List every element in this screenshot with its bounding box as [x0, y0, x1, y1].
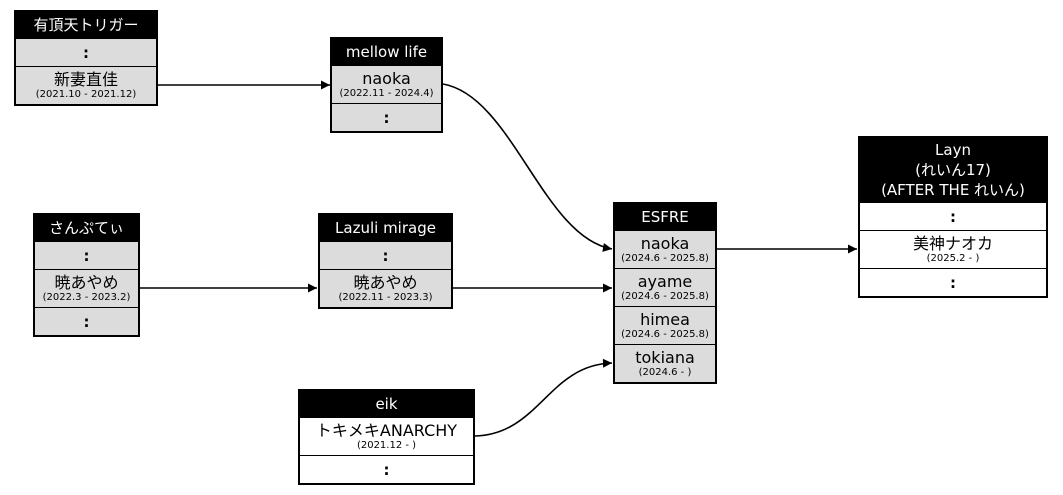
ellipsis-text: : — [83, 43, 89, 62]
edge-naoka-to-esfre — [442, 83, 613, 252]
member-name: himea — [640, 310, 690, 329]
ellipsis-text: : — [383, 108, 390, 127]
ellipsis-text: : — [83, 246, 90, 265]
group-title: Layn (れいん17) (AFTER THE れいん) — [860, 138, 1046, 202]
ellipsis-row: : — [860, 268, 1046, 296]
member-name: naoka — [640, 234, 690, 253]
ellipsis-row: : — [860, 202, 1046, 230]
member-name: トキメキANARCHY — [315, 421, 458, 440]
group-title: ESFRE — [615, 204, 715, 230]
member-name: 新妻直佳 — [53, 70, 118, 89]
ellipsis-row: : — [35, 307, 138, 335]
member-row: 美神ナオカ (2025.2 - ) — [860, 230, 1046, 268]
group-title-line: Layn — [935, 141, 971, 159]
member-dates: (2024.6 - 2025.8) — [621, 329, 709, 340]
group-node-uchoten-trigger: 有頂天トリガー : 新妻直佳 (2021.10 - 2021.12) — [14, 10, 158, 106]
member-dates: (2024.6 - ) — [638, 367, 692, 378]
member-row: 暁あやめ (2022.3 - 2023.2) — [35, 269, 138, 307]
group-title-text: Lazuli mirage — [335, 219, 436, 237]
member-dates: (2025.2 - ) — [926, 253, 980, 264]
group-title-text: 有頂天トリガー — [33, 16, 139, 34]
member-row: ayame (2024.6 - 2025.8) — [615, 268, 715, 306]
member-name: tokiana — [635, 348, 695, 367]
member-dates: (2021.10 - 2021.12) — [35, 89, 137, 100]
member-row: naoka (2024.6 - 2025.8) — [615, 230, 715, 268]
member-dates: (2022.11 - 2024.4) — [339, 88, 434, 99]
group-title-text: ESFRE — [641, 208, 689, 226]
ellipsis-row: : — [16, 38, 156, 66]
ellipsis-text: : — [83, 312, 90, 331]
group-node-mellow-life: mellow life naoka (2022.11 - 2024.4) : — [330, 37, 443, 133]
group-title-line: (AFTER THE れいん) — [881, 181, 1025, 199]
group-node-sanputei: さんぷてぃ : 暁あやめ (2022.3 - 2023.2) : — [33, 213, 140, 337]
group-node-lazuli-mirage: Lazuli mirage : 暁あやめ (2022.11 - 2023.3) — [318, 213, 453, 309]
group-title: eik — [300, 391, 473, 417]
group-title-text: eik — [375, 395, 398, 413]
group-node-esfre: ESFRE naoka (2024.6 - 2025.8) ayame (202… — [613, 202, 717, 384]
member-name: naoka — [362, 69, 411, 88]
ellipsis-text: : — [382, 246, 389, 265]
ellipsis-row: : — [332, 103, 441, 131]
ellipsis-text: : — [950, 273, 956, 292]
member-dates: (2024.6 - 2025.8) — [621, 291, 709, 302]
group-title-text: mellow life — [345, 43, 428, 61]
member-row: トキメキANARCHY (2021.12 - ) — [300, 417, 473, 455]
member-row: 新妻直佳 (2021.10 - 2021.12) — [16, 66, 156, 104]
member-dates: (2022.11 - 2023.3) — [338, 292, 433, 303]
member-row: tokiana (2024.6 - ) — [615, 344, 715, 382]
member-name: 暁あやめ — [54, 273, 119, 292]
ellipsis-row: : — [35, 241, 138, 269]
ellipsis-text: : — [383, 460, 390, 479]
group-title-text: さんぷてぃ — [48, 219, 124, 237]
edge-tokimeki-to-esfre — [474, 358, 613, 437]
ellipsis-text: : — [950, 207, 956, 226]
member-row: 暁あやめ (2022.11 - 2023.3) — [320, 269, 451, 307]
member-dates: (2021.12 - ) — [356, 440, 417, 451]
group-title: 有頂天トリガー — [16, 12, 156, 38]
group-node-layn: Layn (れいん17) (AFTER THE れいん) : 美神ナオカ (20… — [858, 136, 1048, 298]
member-name: 暁あやめ — [353, 273, 418, 292]
member-name: 美神ナオカ — [912, 234, 993, 253]
member-name: ayame — [637, 272, 693, 291]
member-dates: (2022.3 - 2023.2) — [42, 292, 131, 303]
member-row: naoka (2022.11 - 2024.4) — [332, 65, 441, 103]
member-row: himea (2024.6 - 2025.8) — [615, 306, 715, 344]
group-node-eik: eik トキメキANARCHY (2021.12 - ) : — [298, 389, 475, 485]
group-title: mellow life — [332, 39, 441, 65]
group-title-line: (れいん17) — [915, 161, 991, 179]
ellipsis-row: : — [300, 455, 473, 483]
group-title: Lazuli mirage — [320, 215, 451, 241]
ellipsis-row: : — [320, 241, 451, 269]
group-title: さんぷてぃ — [35, 215, 138, 241]
member-dates: (2024.6 - 2025.8) — [621, 253, 709, 264]
